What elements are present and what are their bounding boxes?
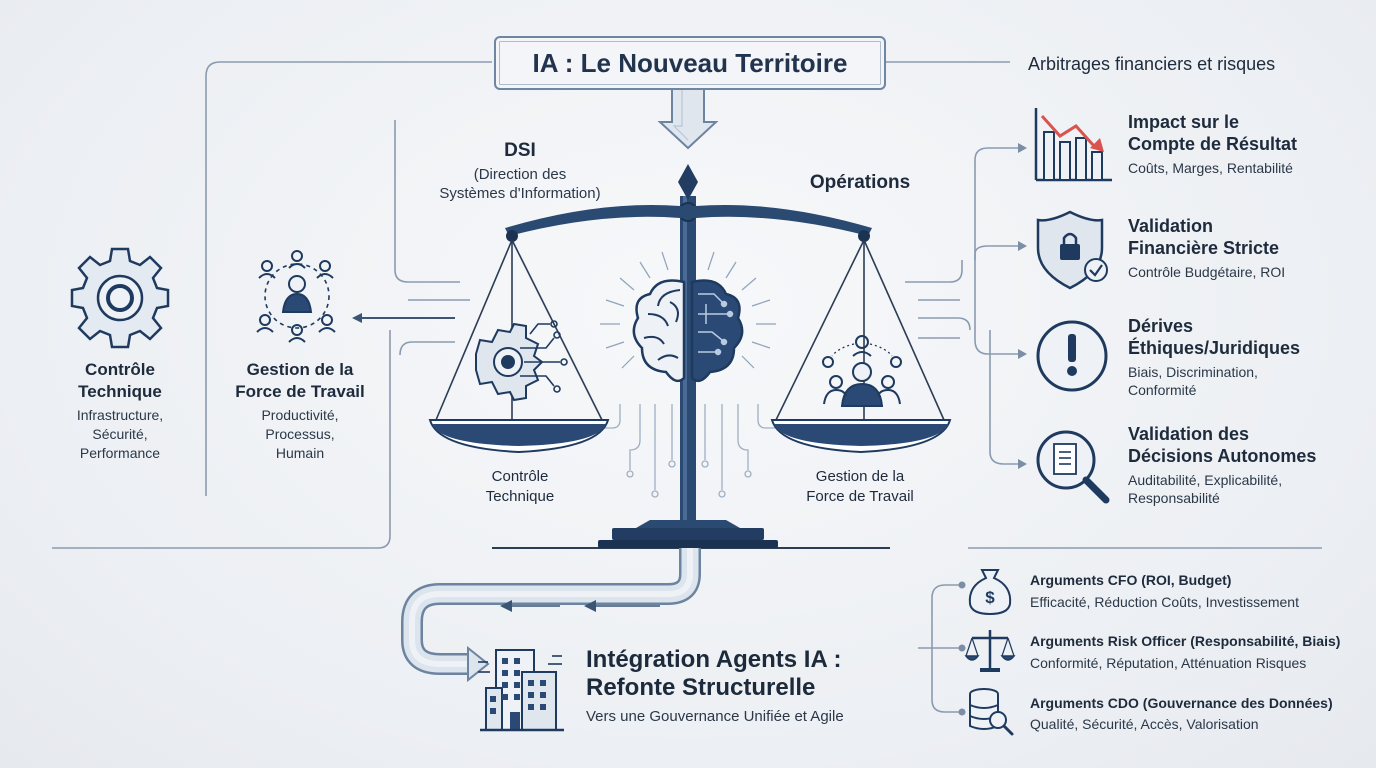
exclamation-icon [1036,320,1108,392]
risk-2-title-2: Financière Stricte [1128,238,1280,258]
risk-4-desc-1: Auditabilité, Explicabilité, [1128,472,1283,488]
dsi-sub-1: (Direction des [473,166,567,183]
left-block-1-title-1: Contrôle [85,360,155,379]
argument-1-title: Arguments CFO (ROI, Budget) [1030,572,1232,588]
risk-1-desc-1: Coûts, Marges, Rentabilité [1128,160,1293,176]
frame-line-left [205,61,492,496]
risk-3-desc-1: Biais, Discrimination, [1128,364,1258,380]
left-block-1-desc-2: Sécurité, [92,426,148,442]
right-pan-label-2: Force de Travail [806,488,914,505]
left-block-2-title-2: Force de Travail [235,382,365,401]
team-network-icon-pan [822,335,902,407]
dsi-sub-2: Systèmes d'Information) [439,185,601,202]
argument-1-desc: Efficacité, Réduction Coûts, Investissem… [1030,594,1299,610]
left-block-2-desc-2: Processus, [265,426,335,442]
left-pan-label-2: Technique [485,488,555,505]
risk-2-desc-1: Contrôle Budgétaire, ROI [1128,264,1286,280]
integration-title-2: Refonte Structurelle [586,674,816,701]
left-block-2-desc-3: Humain [275,445,325,461]
risk-2-title-1: Validation [1128,216,1214,236]
down-arrow-icon [657,87,719,150]
gear-icon [70,247,170,349]
risk-1-title-1: Impact sur le [1128,112,1240,132]
risk-4-desc-2: Responsabilité [1128,490,1220,506]
left-block-2-title-1: Gestion de la [246,360,354,379]
title-box: IA : Le Nouveau Territoire [494,36,886,90]
gear-circuit-icon [475,320,568,402]
integration-subtitle: Vers une Gouvernance Unifiée et Agile [586,708,844,725]
curved-arrow-icon [401,548,701,683]
risk-4-title-2: Décisions Autonomes [1128,446,1317,466]
brain-circuit-icon [632,279,744,383]
document-search-icon [1036,430,1110,504]
risk-1-title-2: Compte de Résultat [1128,134,1298,154]
database-search-icon [969,688,1014,736]
scale-icon [964,630,1016,672]
team-network-icon [256,250,336,343]
page-title: IA : Le Nouveau Territoire [532,48,848,78]
argument-2-title: Arguments Risk Officer (Responsabilité, … [1030,633,1341,649]
svg-text:$: $ [985,588,995,607]
frame-line-bottom-left [52,330,391,549]
argument-3-title: Arguments CDO (Gouvernance des Données) [1030,695,1333,711]
left-block-1-desc-1: Infrastructure, [76,407,164,423]
argument-2-desc: Conformité, Réputation, Atténuation Risq… [1030,655,1307,671]
risk-3-desc-2: Conformité [1128,382,1197,398]
risk-3-title-2: Éthiques/Juridiques [1128,338,1301,358]
left-block-2-desc-1: Productivité, [261,407,339,423]
integration-title-1: Intégration Agents IA : [586,646,842,673]
operations-title: Opérations [809,172,911,193]
argument-3-desc: Qualité, Sécurité, Accès, Valorisation [1030,716,1259,732]
left-block-1-title-2: Technique [78,382,162,401]
right-header: Arbitrages financiers et risques [1028,54,1276,74]
risk-3-title-1: Dérives [1128,316,1194,336]
building-icon [478,649,564,732]
right-pan-label-1: Gestion de la [815,468,905,485]
dsi-title: DSI [504,140,536,161]
left-pan-label-1: Contrôle [491,468,549,485]
risk-4-title-1: Validation des [1128,424,1250,444]
money-bag-icon: $ [968,569,1012,616]
chart-down-icon [1034,108,1112,182]
shield-lock-icon [1036,210,1108,290]
left-block-1-desc-3: Performance [79,445,161,461]
